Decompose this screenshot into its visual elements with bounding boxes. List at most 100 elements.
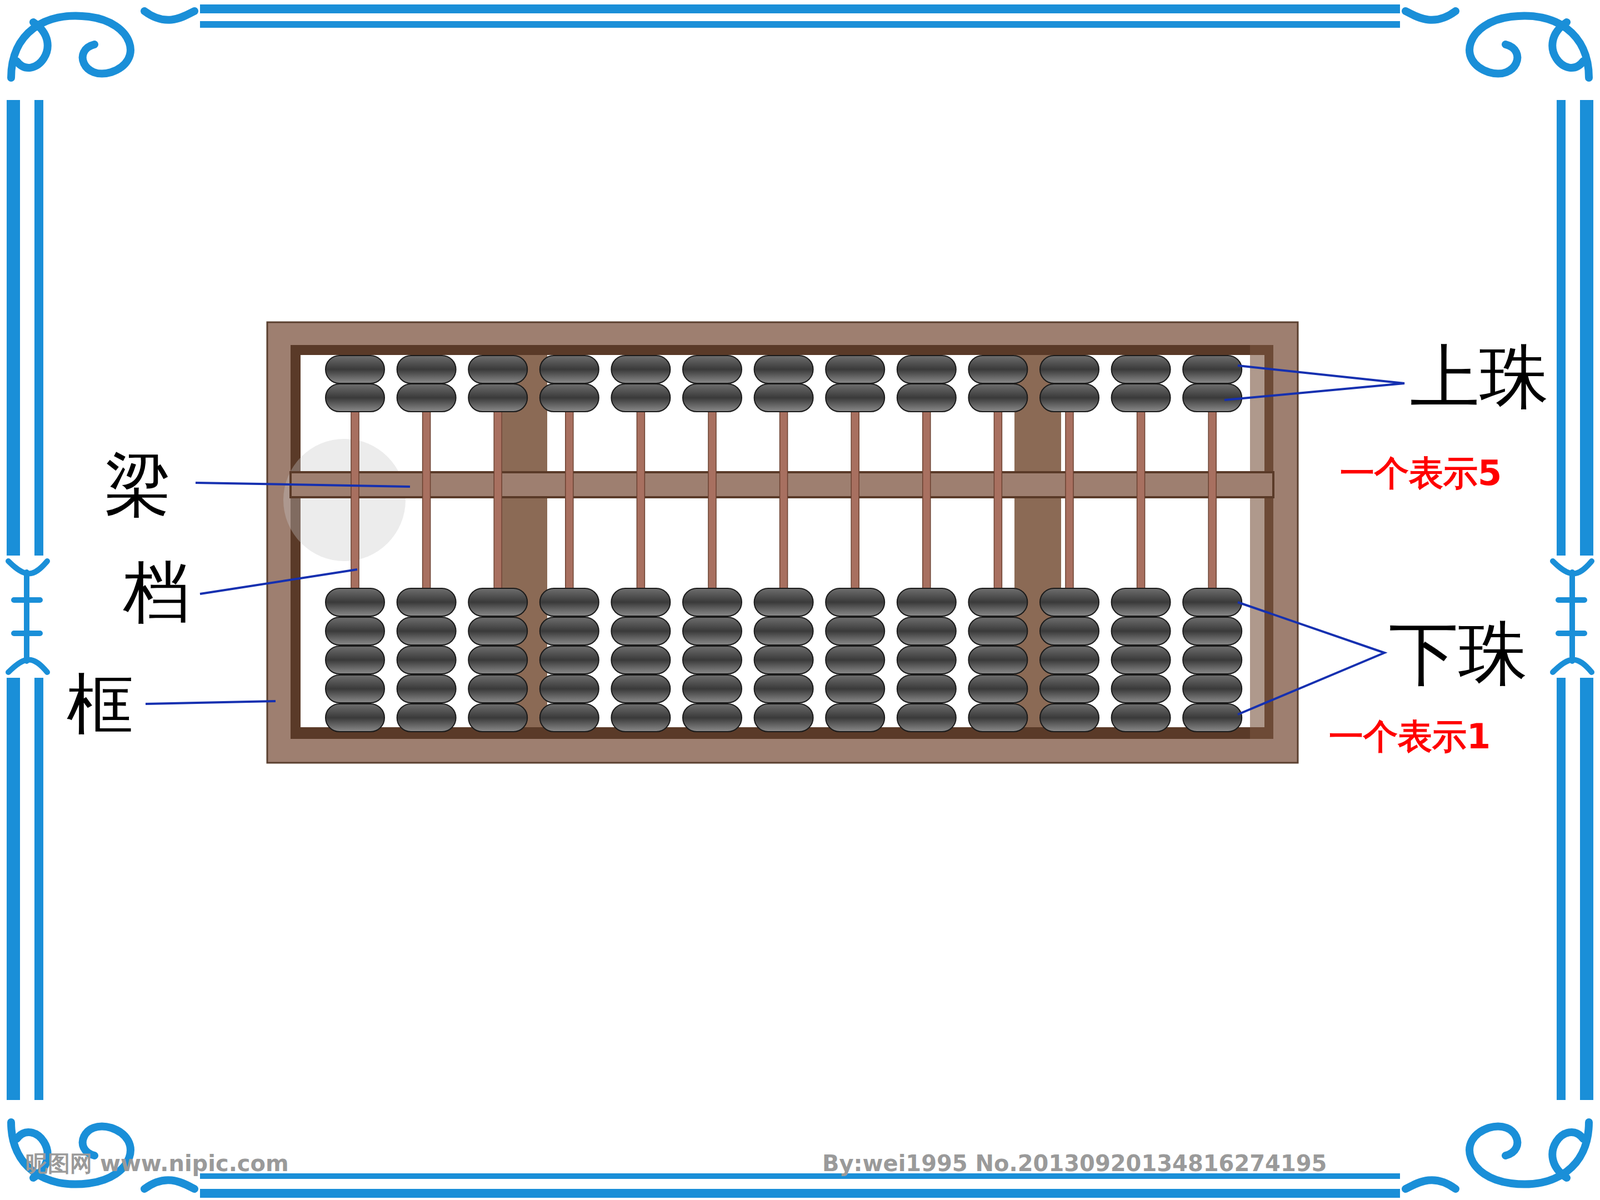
abacus-bead: [540, 675, 599, 703]
abacus-bead: [682, 703, 742, 732]
abacus-bead: [897, 355, 957, 384]
abacus-bead: [468, 588, 528, 617]
abacus-bead: [611, 588, 670, 617]
abacus-bead: [540, 383, 599, 412]
abacus-bead: [1182, 703, 1242, 732]
abacus-bead: [1111, 617, 1171, 645]
abacus-bead: [1182, 588, 1242, 617]
abacus-bead: [1111, 355, 1171, 384]
abacus-bead: [397, 355, 457, 384]
abacus-bead: [682, 588, 742, 617]
abacus-bead: [1040, 588, 1099, 617]
abacus-bead: [325, 646, 385, 674]
leader-line: [145, 365, 1405, 715]
abacus-bead: [968, 588, 1028, 617]
abacus-bead: [1111, 588, 1171, 617]
abacus-bead: [825, 617, 885, 645]
abacus-bead: [682, 617, 742, 645]
abacus-bead: [754, 383, 814, 412]
abacus-bead: [1040, 617, 1099, 645]
abacus-bead: [325, 675, 385, 703]
abacus-bead: [1182, 646, 1242, 674]
abacus-bead: [1040, 355, 1099, 384]
abacus-bead: [682, 675, 742, 703]
abacus-bead: [611, 646, 670, 674]
abacus-bead: [1182, 617, 1242, 645]
abacus-bead: [754, 703, 814, 732]
abacus-bead: [754, 617, 814, 645]
abacus-bead: [1182, 383, 1242, 412]
abacus-bead: [397, 703, 457, 732]
abacus-bead: [325, 588, 385, 617]
abacus-bead: [611, 703, 670, 732]
abacus-bead: [825, 355, 885, 384]
abacus-bead: [754, 588, 814, 617]
abacus-bead: [897, 617, 957, 645]
abacus-bead: [540, 703, 599, 732]
abacus-beads: [325, 355, 1242, 732]
abacus-bead: [1111, 383, 1171, 412]
part-name: 框: [66, 667, 134, 742]
abacus-bead: [540, 588, 599, 617]
abacus-bead: [1111, 675, 1171, 703]
abacus-bead: [397, 617, 457, 645]
abacus-bead: [468, 617, 528, 645]
abacus-bead: [825, 588, 885, 617]
abacus-bead: [325, 703, 385, 732]
abacus-bead: [754, 675, 814, 703]
abacus-bead: [611, 383, 670, 412]
abacus-bead: [397, 675, 457, 703]
abacus-bead: [540, 646, 599, 674]
abacus-bead: [468, 355, 528, 384]
abacus-bead: [540, 355, 599, 384]
abacus-bead: [968, 675, 1028, 703]
abacus-bead: [397, 383, 457, 412]
abacus-bead: [468, 383, 528, 412]
abacus-bead: [968, 703, 1028, 732]
abacus-bead: [897, 646, 957, 674]
abacus-bead: [754, 646, 814, 674]
abacus-bead: [754, 355, 814, 384]
abacus-bead: [897, 675, 957, 703]
abacus-bead: [897, 383, 957, 412]
part-name: 上珠: [1410, 338, 1549, 416]
abacus-bead: [897, 703, 957, 732]
abacus-bead: [325, 383, 385, 412]
value-note: 一个表示1: [1328, 717, 1491, 756]
abacus-bead: [968, 646, 1028, 674]
abacus-bead: [682, 355, 742, 384]
abacus-bead: [1040, 383, 1099, 412]
abacus-bead: [825, 703, 885, 732]
abacus-bead: [611, 675, 670, 703]
abacus-bead: [897, 588, 957, 617]
part-name: 梁: [104, 448, 172, 523]
abacus-frame: [267, 322, 1298, 763]
abacus-bead: [325, 617, 385, 645]
abacus-bead: [968, 383, 1028, 412]
abacus-bead: [325, 355, 385, 384]
abacus-bead: [540, 617, 599, 645]
abacus-bead: [1040, 646, 1099, 674]
abacus-bead: [468, 703, 528, 732]
value-note: 一个表示5: [1340, 454, 1502, 493]
abacus-bead: [825, 675, 885, 703]
abacus-bead: [682, 646, 742, 674]
abacus-bead: [968, 355, 1028, 384]
abacus-bead: [1040, 675, 1099, 703]
page-border: [0, 4, 1600, 1198]
abacus-bead: [611, 355, 670, 384]
abacus-bead: [1111, 703, 1171, 732]
abacus-bead: [468, 675, 528, 703]
abacus-bead: [611, 617, 670, 645]
abacus-bead: [397, 588, 457, 617]
abacus-bead: [397, 646, 457, 674]
abacus-bead: [682, 383, 742, 412]
abacus-bead: [1182, 675, 1242, 703]
watermark: By:wei1995 No.20130920134816274195: [822, 1151, 1327, 1176]
abacus-bead: [968, 617, 1028, 645]
abacus-bead: [825, 383, 885, 412]
part-name: 档: [123, 555, 190, 629]
abacus-rods: [351, 355, 1217, 727]
abacus-bead: [1111, 646, 1171, 674]
